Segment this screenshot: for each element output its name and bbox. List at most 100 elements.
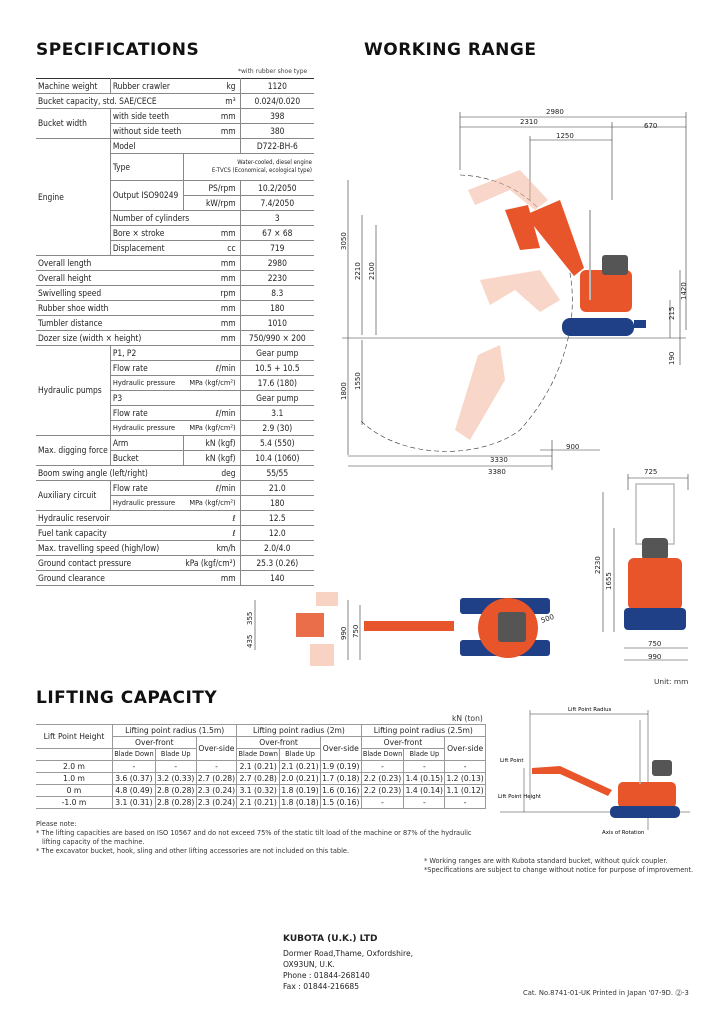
cell: 2.1 (0.21): [236, 760, 281, 773]
spec-value: Gear pump: [240, 390, 314, 406]
spec-value: 380: [240, 123, 314, 139]
spec-unit: kN (kgf): [183, 435, 241, 451]
tracks: [624, 608, 686, 630]
note-1: * The lifting capacities are based on IS…: [36, 829, 472, 837]
cell: 2.3 (0.24): [195, 796, 238, 809]
spec-label: Hydraulic pumps: [36, 345, 111, 436]
lift-point-radius-label: Lift Point Radius: [568, 707, 611, 713]
cell: 1.7 (0.18): [319, 772, 362, 785]
spec-value: 12.5: [240, 510, 314, 526]
fax-line: Fax : 01844-216685: [283, 982, 360, 991]
spec-sub: Bucket: [110, 450, 184, 466]
table-row: 1.0 m 3.6 (0.37)3.2 (0.33)2.7 (0.28) 2.7…: [36, 772, 486, 785]
spec-unit: ℓ/min: [183, 405, 241, 421]
spec-unit: kg: [183, 78, 241, 94]
spec-label: Bucket capacity, std. SAE/CECE: [36, 93, 184, 109]
spec-unit: ℓ/min: [183, 360, 241, 376]
spec-value: 719: [240, 240, 314, 256]
cell: 2.8 (0.28): [154, 784, 197, 797]
dim-label: 190: [668, 352, 676, 365]
spec-value: 140: [240, 570, 314, 586]
engine-type-line: Water-cooled, diesel engine: [237, 159, 312, 166]
cell: -: [444, 796, 486, 809]
dim-label: 2100: [368, 262, 376, 280]
address-line: Dormer Road,Thame, Oxfordshire,: [283, 949, 414, 958]
cell: 3.6 (0.37): [112, 772, 156, 785]
cell: 1.2 (0.13): [444, 772, 486, 785]
spec-value: 0.024/0.020: [240, 93, 314, 109]
spec-unit: MPa (kgf/cm²): [183, 420, 241, 436]
spec-label: Max. digging force: [36, 435, 111, 466]
spec-value: 180: [240, 300, 314, 316]
spec-label: Swivelling speed: [36, 285, 184, 301]
canopy-frame: [635, 483, 675, 545]
cell: 3.1 (0.32): [236, 784, 281, 797]
note-2: * The excavator bucket, hook, sling and …: [36, 847, 350, 855]
spec-label: Machine weight: [36, 78, 111, 94]
spec-label: Fuel tank capacity: [36, 525, 184, 541]
spec-unit: MPa (kgf/cm²): [183, 495, 241, 511]
lifting-diagram: Lift Point Radius Lift Point Lift Point …: [498, 707, 690, 836]
dim-label: 1250: [556, 132, 574, 140]
dim-label: 1800: [340, 382, 348, 400]
spec-unit: mm: [183, 570, 241, 586]
cab-top: [498, 612, 526, 642]
dim-label: 750: [648, 640, 661, 648]
cell: -: [360, 796, 405, 809]
cell: 1.5 (0.16): [319, 796, 362, 809]
dim-label: 215: [668, 307, 676, 320]
over-side-header: Over-side: [444, 736, 486, 761]
spec-label: Ground contact pressure: [36, 555, 184, 571]
address-line: OX93UN, U.K.: [283, 960, 335, 969]
cell: -: [360, 760, 405, 773]
excavator-reach-ghost: [455, 170, 560, 440]
spec-unit: mm: [183, 330, 241, 346]
spec-sub: Flow rate: [110, 360, 184, 376]
cell: 2.8 (0.28): [154, 796, 197, 809]
row-height: 2.0 m: [36, 760, 113, 773]
blade-down-header: Blade Down: [360, 748, 405, 761]
spec-sub: Rubber crawler: [110, 78, 184, 94]
spec-value: 3.1: [240, 405, 314, 421]
dim-label: 355: [246, 612, 254, 625]
lifting-capacity-table: Lift Point Height Lifting point radius (…: [36, 724, 487, 809]
dim-label: 2310: [520, 118, 538, 126]
spec-unit: rpm: [183, 285, 241, 301]
lifting-unit: kN (ton): [452, 714, 483, 723]
spec-value: 10.5 + 10.5: [240, 360, 314, 376]
spec-sub: Flow rate: [110, 480, 184, 496]
radius-header: Lifting point radius (1.5m): [111, 724, 238, 737]
spec-label: Bucket width: [36, 108, 111, 139]
cell: -: [154, 760, 197, 773]
table-row: 2.0 m --- 2.1 (0.21)2.1 (0.21)1.9 (0.19)…: [36, 760, 486, 773]
body: [628, 558, 682, 610]
spec-label: Rubber shoe width: [36, 300, 184, 316]
spec-value: 750/990 × 200: [240, 330, 314, 346]
cell: 1.4 (0.15): [403, 772, 446, 785]
front-view-diagram: 725 2230 1655 750 990: [594, 468, 689, 661]
cell: 2.2 (0.23): [360, 784, 405, 797]
cell: -: [195, 760, 238, 773]
spec-unit: kN (kgf): [183, 450, 241, 466]
cell: 2.1 (0.21): [236, 796, 281, 809]
dim-label: 990: [648, 653, 661, 661]
blade-up-header: Blade Up: [154, 748, 197, 761]
working-range-diagram: 2980 2310 670 1250 3050 2210 2100 1420 2…: [340, 108, 688, 476]
lift-boom: [532, 766, 612, 796]
spec-value: 10.4 (1060): [240, 450, 314, 466]
lift-point-height-header: Lift Point Height: [36, 724, 113, 749]
dim-label: 435: [246, 635, 254, 648]
spec-unit: m³: [183, 93, 241, 109]
cell: -: [403, 760, 446, 773]
lift-seat: [652, 760, 672, 776]
spec-sub: without side teeth: [110, 123, 184, 139]
spec-value: 398: [240, 108, 314, 124]
dim-label: 500: [540, 613, 555, 625]
spec-label: Engine: [36, 138, 111, 256]
lift-tracks: [610, 806, 680, 818]
blade-down-header: Blade Down: [236, 748, 281, 761]
spec-value: 1120: [240, 78, 314, 94]
dim-label: 750: [352, 625, 360, 638]
